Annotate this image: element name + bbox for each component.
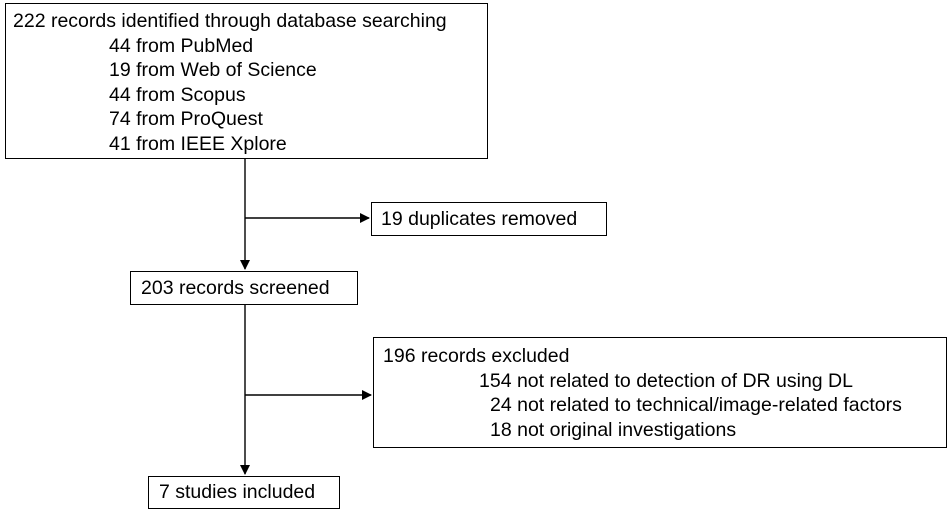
exclusion-title: 196 records excluded bbox=[383, 345, 570, 367]
source-web-of-science: 19 from Web of Science bbox=[109, 59, 317, 82]
screening-box: 203 records screened bbox=[130, 271, 358, 305]
identification-box: 222 records identified through database … bbox=[5, 3, 488, 159]
exclusion-reason-dr-dl: 154 not related to detection of DR using… bbox=[479, 369, 853, 392]
source-scopus: 44 from Scopus bbox=[109, 83, 246, 106]
duplicates-box: 19 duplicates removed bbox=[371, 202, 607, 236]
source-pubmed: 44 from PubMed bbox=[109, 34, 254, 57]
inclusion-box: 7 studies included bbox=[148, 476, 340, 509]
exclusion-reason-technical: 24 not related to technical/image-relate… bbox=[490, 394, 902, 417]
identification-title: 222 records identified through database … bbox=[13, 10, 447, 32]
exclusion-box: 196 records excluded 154 not related to … bbox=[373, 337, 947, 448]
duplicates-label: 19 duplicates removed bbox=[381, 208, 578, 230]
exclusion-reason-not-original: 18 not original investigations bbox=[490, 418, 737, 441]
source-proquest: 74 from ProQuest bbox=[109, 108, 263, 131]
screening-label: 203 records screened bbox=[141, 277, 330, 299]
source-ieee-xplore: 41 from IEEE Xplore bbox=[109, 132, 287, 155]
inclusion-label: 7 studies included bbox=[159, 481, 316, 503]
